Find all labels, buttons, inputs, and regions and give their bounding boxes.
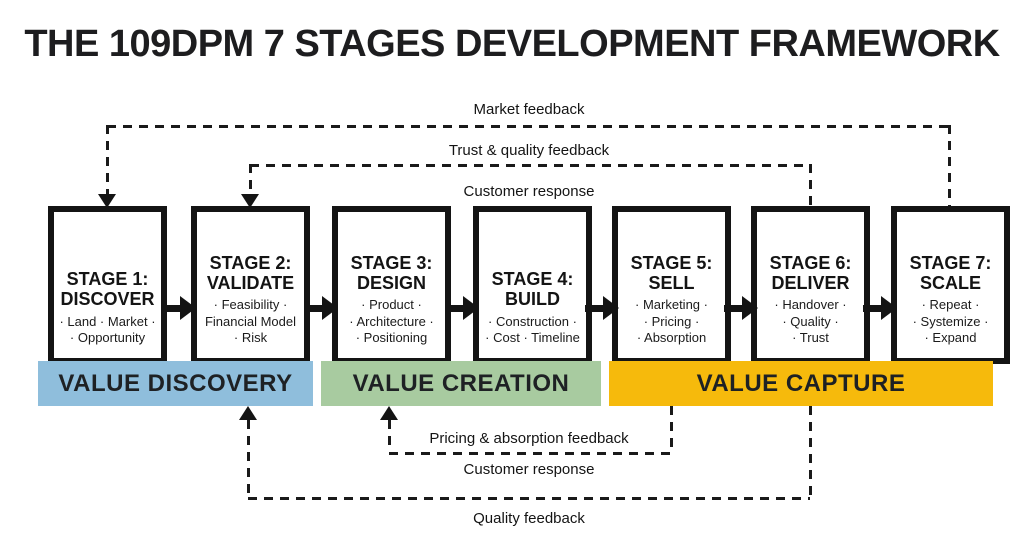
stage-label: STAGE 6: (769, 252, 852, 273)
stage-label: STAGE 7: (909, 252, 992, 273)
quality-feedback-label: Quality feedback (467, 510, 591, 527)
stage-items: · Land · Market · · Opportunity (59, 314, 155, 347)
stage-item: · Opportunity (69, 329, 146, 345)
trust-quality-feedback-label: Trust & quality feedback (442, 142, 616, 159)
value-discovery-band: VALUE DISCOVERY (38, 361, 313, 406)
value-creation-band: VALUE CREATION (321, 361, 601, 406)
arrow-up-icon (239, 406, 257, 420)
arrow-shaft (863, 305, 884, 312)
stage-item: · Product · (361, 297, 422, 313)
arrow-head (322, 296, 338, 320)
arrow-shaft (304, 305, 325, 312)
pricing-absorption-feedback-label: Pricing & absorption feedback (423, 430, 635, 447)
stage-item: · Trust (792, 329, 829, 345)
stage-item: · Repeat · (921, 297, 980, 313)
customer-feedback-line-left (247, 420, 250, 497)
value-capture-band: VALUE CAPTURE (609, 361, 993, 406)
stage-item: · Expand (924, 329, 977, 345)
arrow-right-icon (724, 296, 758, 320)
arrow-shaft (445, 305, 466, 312)
stage-item: · Systemize · (912, 313, 989, 329)
stage-item: · Construction · (488, 313, 577, 329)
stage-item: · Handover · (774, 297, 847, 313)
market-feedback-line-right (948, 125, 951, 206)
stage-item: · Architecture · (349, 313, 434, 329)
stage-item: Financial Model (204, 313, 297, 329)
arrow-shaft (162, 305, 183, 312)
trust-feedback-line-left (249, 164, 252, 195)
stage-5-sell-box: STAGE 5: SELL · Marketing · · Pricing · … (612, 206, 731, 364)
stage-item: · Feasibility · (213, 297, 288, 313)
trust-feedback-line (250, 164, 810, 167)
customer-response-top-label: Customer response (457, 183, 601, 200)
arrow-right-icon (445, 296, 479, 320)
stage-label: STAGE 2: (209, 252, 292, 273)
stage-item: · Pricing · (643, 313, 700, 329)
arrow-head (603, 296, 619, 320)
arrow-shaft (585, 305, 606, 312)
market-feedback-label: Market feedback (467, 101, 591, 118)
stage-items: · Handover · · Quality · · Trust (774, 297, 846, 346)
stage-name: SCALE (919, 273, 981, 294)
stage-item: · Positioning (355, 329, 428, 345)
stage-name: BUILD (505, 289, 560, 310)
stage-name: SELL (648, 273, 695, 294)
arrow-right-icon (585, 296, 619, 320)
arrow-down-icon (98, 194, 116, 208)
arrow-head (463, 296, 479, 320)
band-label: VALUE DISCOVERY (58, 369, 293, 397)
stage-6-deliver-box: STAGE 6: DELIVER · Handover · · Quality … (751, 206, 870, 364)
customer-feedback-line (248, 497, 810, 500)
band-label: VALUE CAPTURE (696, 369, 906, 397)
stage-items: · Marketing · · Pricing · · Absorption (635, 297, 708, 346)
arrow-down-icon (241, 194, 259, 208)
stage-item: · Land · Market · (59, 313, 156, 329)
arrow-right-icon (863, 296, 897, 320)
stage-item: · Marketing · (635, 297, 708, 313)
stage-label: STAGE 4: (491, 269, 574, 290)
market-feedback-line-left (106, 125, 109, 195)
stage-label: STAGE 3: (350, 252, 433, 273)
stage-label: STAGE 5: (630, 252, 713, 273)
arrow-head (742, 296, 758, 320)
stage-items: · Product · · Architecture · · Positioni… (349, 297, 434, 346)
arrow-up-icon (380, 406, 398, 420)
stage-name: DESIGN (356, 273, 426, 294)
stage-3-design-box: STAGE 3: DESIGN · Product · · Architectu… (332, 206, 451, 364)
stage-name: VALIDATE (206, 273, 295, 294)
stage-items: · Construction · · Cost · Timeline (485, 314, 580, 347)
stage-1-discover-box: STAGE 1: DISCOVER · Land · Market · · Op… (48, 206, 167, 364)
arrow-head (180, 296, 196, 320)
stage-item: · Risk (233, 329, 268, 345)
arrow-head (881, 296, 897, 320)
customer-feedback-line-right (809, 406, 812, 497)
stage-name: DISCOVER (60, 289, 155, 310)
customer-response-bottom-label: Customer response (457, 461, 601, 478)
stage-items: · Feasibility · Financial Model · Risk (205, 297, 296, 346)
stage-item: · Quality · (782, 313, 839, 329)
stage-item: · Cost · Timeline (485, 329, 580, 345)
arrow-right-icon (162, 296, 196, 320)
stage-label: STAGE 1: (66, 269, 149, 290)
stage-item: · Absorption (636, 329, 707, 345)
stage-name: DELIVER (771, 273, 850, 294)
band-label: VALUE CREATION (352, 369, 570, 397)
pricing-feedback-line-left (388, 420, 391, 452)
pricing-feedback-line-right (670, 406, 673, 452)
stage-items: · Repeat · · Systemize · · Expand (913, 297, 989, 346)
market-feedback-line (107, 125, 949, 128)
stage-2-validate-box: STAGE 2: VALIDATE · Feasibility · Financ… (191, 206, 310, 364)
arrow-shaft (724, 305, 745, 312)
arrow-right-icon (304, 296, 338, 320)
stage-4-build-box: STAGE 4: BUILD · Construction · · Cost ·… (473, 206, 592, 364)
stage-7-scale-box: STAGE 7: SCALE · Repeat · · Systemize · … (891, 206, 1010, 364)
trust-feedback-line-right (809, 164, 812, 206)
page-title: THE 109DPM 7 STAGES DEVELOPMENT FRAMEWOR… (24, 23, 1000, 65)
pricing-feedback-line (389, 452, 671, 455)
